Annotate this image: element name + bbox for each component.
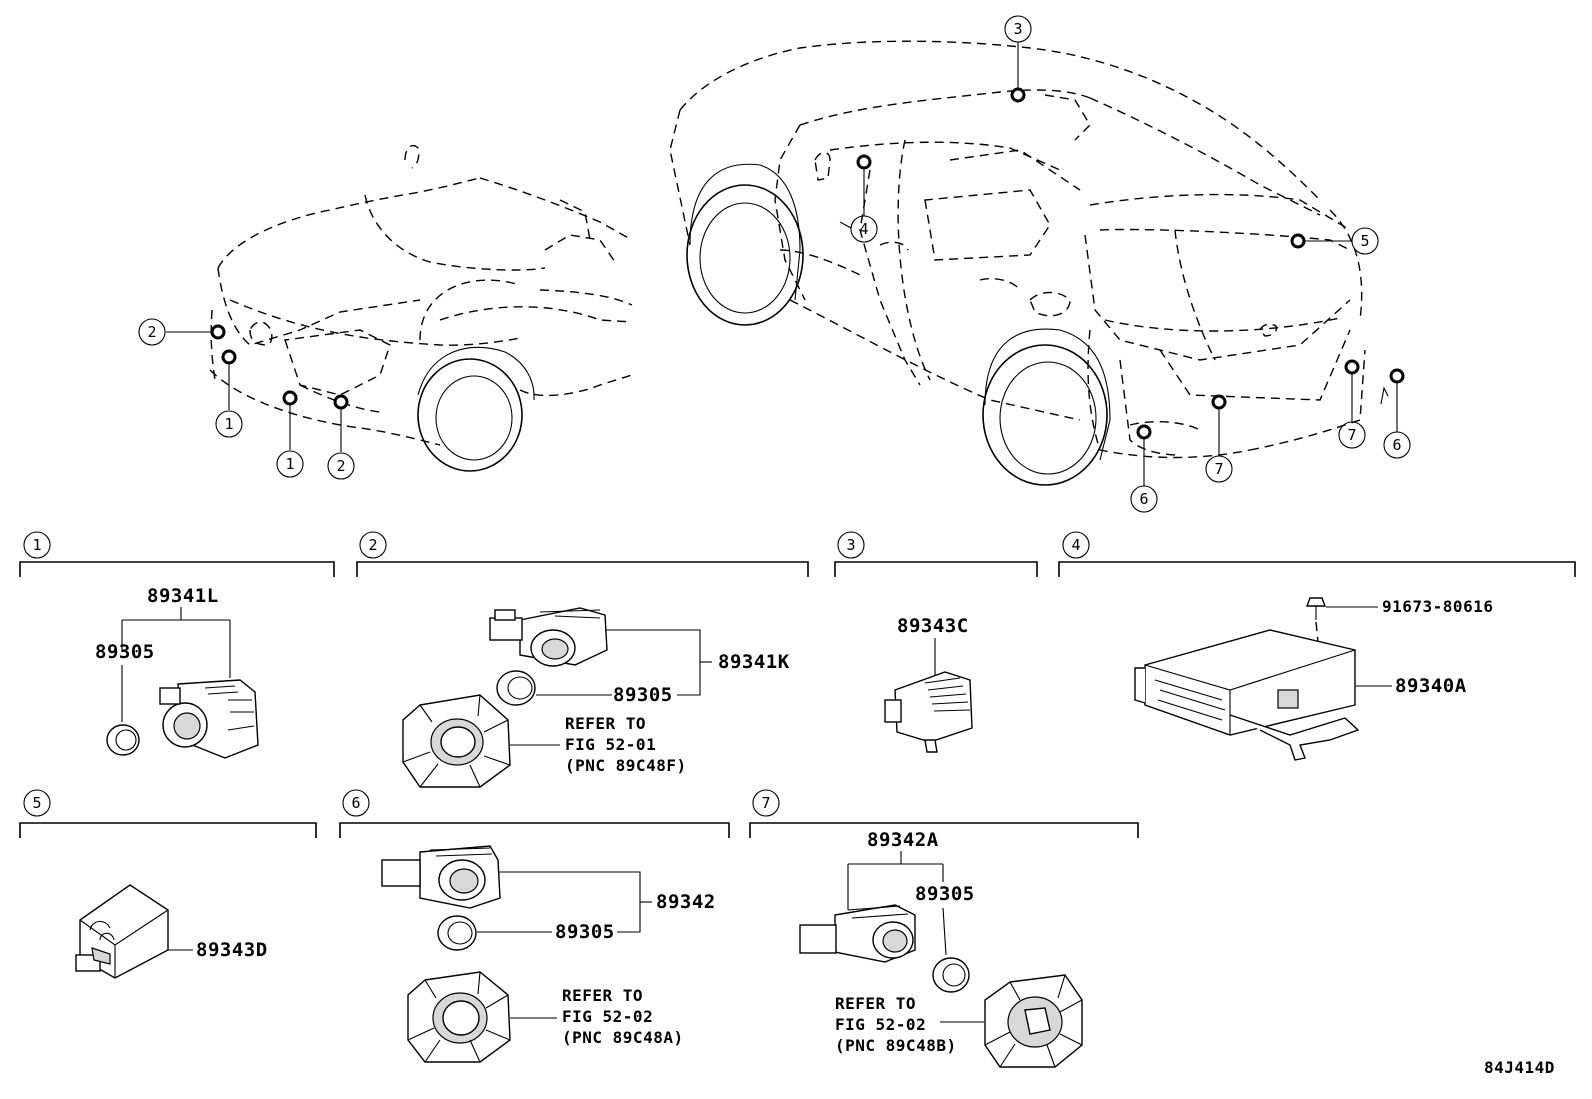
- front-sensor-marker-1b: [282, 390, 298, 406]
- svg-text:3: 3: [1013, 20, 1022, 38]
- svg-text:6: 6: [1392, 436, 1401, 454]
- ring-89305-s6: [437, 915, 477, 951]
- refer-line-1-s7: REFER TO: [835, 994, 916, 1013]
- section-4-number: 4: [1062, 531, 1090, 559]
- refer-line-2-s6: FIG 52-02: [562, 1007, 653, 1026]
- holder-bezel-s2: [402, 694, 511, 788]
- sensor-89341K: [489, 607, 608, 667]
- rear-car-illustration: [669, 40, 1366, 486]
- sensor-89343D: [75, 884, 169, 979]
- holder-bezel-s7: [984, 974, 1083, 1068]
- bolt-91673-80616: [1305, 597, 1327, 620]
- callout-2-front-center: 2: [327, 452, 355, 480]
- svg-text:2: 2: [368, 536, 377, 554]
- holder-bezel-s6: [407, 971, 511, 1063]
- part-number-89305-s2: 89305: [613, 684, 673, 706]
- svg-text:1: 1: [224, 415, 233, 433]
- rear-door-marker-5: [1290, 233, 1306, 249]
- rear-sensor-marker-7b: [1344, 359, 1360, 375]
- part-number-89305-s7: 89305: [915, 883, 975, 905]
- part-number-89342A: 89342A: [867, 829, 939, 851]
- ring-89305-s7: [932, 957, 970, 993]
- svg-text:6: 6: [351, 794, 360, 812]
- callout-7-rear-center: 7: [1205, 455, 1233, 483]
- callout-3-roof: 3: [1004, 15, 1032, 43]
- control-module-89340A: [1134, 629, 1360, 761]
- section-1: 1 89341L 89305: [19, 531, 335, 759]
- svg-text:3: 3: [846, 536, 855, 554]
- svg-text:1: 1: [285, 455, 294, 473]
- svg-text:6: 6: [1139, 490, 1148, 508]
- section-6: 6 89342 89305 REFER TO FIG 52-02 (PNC 89…: [339, 789, 730, 1063]
- rear-sensor-marker-6b: [1389, 368, 1405, 384]
- ring-89305-s1: [106, 724, 140, 756]
- svg-text:2: 2: [147, 323, 156, 341]
- callout-1-front-left: 1: [215, 410, 243, 438]
- section-7-number: 7: [752, 789, 780, 817]
- section-5-number: 5: [23, 789, 51, 817]
- section-2-number: 2: [359, 531, 387, 559]
- section-2: 2 89341K 89305 REFER TO FIG 52-01 (P: [356, 531, 809, 788]
- diagram-code: 84J414D: [1484, 1058, 1555, 1077]
- svg-text:5: 5: [1360, 232, 1369, 250]
- refer-line-1-s6: REFER TO: [562, 986, 643, 1005]
- callout-2-front-left: 2: [138, 318, 166, 346]
- roof-marker-3: [1010, 87, 1026, 103]
- section-4: 4 91673-80616 89340A: [1058, 531, 1576, 761]
- part-number-89343C: 89343C: [897, 615, 969, 637]
- callout-6-rear-left: 6: [1130, 485, 1158, 513]
- part-number-91673-80616: 91673-80616: [1382, 597, 1493, 616]
- front-sensor-marker-2b: [333, 394, 349, 410]
- sensor-89342: [381, 845, 501, 909]
- refer-line-3-s2: (PNC 89C48F): [565, 756, 687, 775]
- section-6-number: 6: [342, 789, 370, 817]
- svg-text:4: 4: [859, 220, 868, 238]
- callout-6-rear-right: 6: [1383, 431, 1411, 459]
- front-sensor-marker-1a: [221, 349, 237, 365]
- svg-text:7: 7: [1347, 426, 1356, 444]
- part-number-89305-s1: 89305: [95, 641, 155, 663]
- part-number-89343D: 89343D: [196, 939, 268, 961]
- refer-line-3-s6: (PNC 89C48A): [562, 1028, 684, 1047]
- part-number-89305-s6: 89305: [555, 921, 615, 943]
- rear-callouts: 3 4 5 6 7 7: [839, 15, 1411, 513]
- sensor-89341L: [159, 679, 259, 759]
- svg-text:7: 7: [761, 794, 770, 812]
- svg-text:7: 7: [1214, 460, 1223, 478]
- section-5: 5 89343D: [19, 789, 317, 979]
- callout-5-back-door: 5: [1351, 227, 1379, 255]
- svg-text:4: 4: [1071, 536, 1080, 554]
- refer-line-1-s2: REFER TO: [565, 714, 646, 733]
- sensor-89342A: [799, 904, 916, 963]
- refer-line-2-s2: FIG 52-01: [565, 735, 656, 754]
- interior-marker-4: [856, 154, 872, 170]
- part-number-89341K: 89341K: [718, 651, 790, 673]
- part-number-89340A: 89340A: [1395, 675, 1467, 697]
- svg-text:2: 2: [336, 457, 345, 475]
- svg-text:5: 5: [32, 794, 41, 812]
- rear-sensor-marker-7a: [1211, 394, 1227, 410]
- ring-89305-s2: [496, 670, 536, 706]
- front-sensor-marker-2a: [210, 324, 226, 340]
- callout-1-front-center: 1: [276, 450, 304, 478]
- part-number-89342: 89342: [656, 891, 716, 913]
- section-3-number: 3: [837, 531, 865, 559]
- svg-text:1: 1: [32, 536, 41, 554]
- refer-line-2-s7: FIG 52-02: [835, 1015, 926, 1034]
- section-7: 7 89342A 89305 REFER TO FIG 52-02 (PNC 8…: [749, 789, 1139, 1068]
- part-number-89341L: 89341L: [147, 585, 219, 607]
- front-car-illustration: [209, 144, 633, 472]
- refer-line-3-s7: (PNC 89C48B): [835, 1036, 957, 1055]
- front-callouts: 2 1 1 2: [138, 318, 355, 480]
- rear-sensor-marker-6a: [1136, 424, 1152, 440]
- section-1-number: 1: [23, 531, 51, 559]
- section-3: 3 89343C: [834, 531, 1038, 753]
- module-89343C: [884, 671, 973, 753]
- callout-7-rear-right: 7: [1338, 421, 1366, 449]
- callout-4-interior: 4: [850, 215, 878, 243]
